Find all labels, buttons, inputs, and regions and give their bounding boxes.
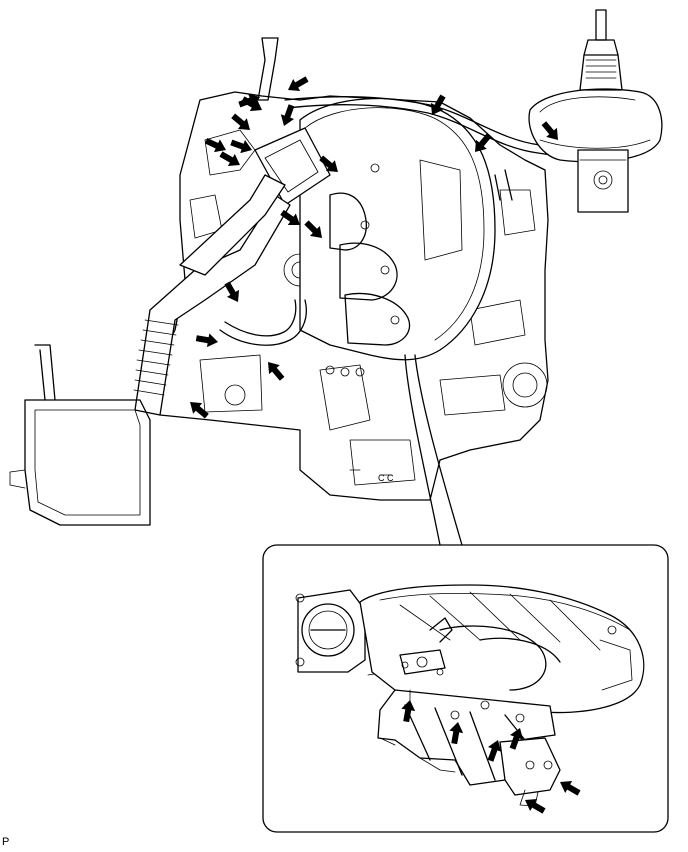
arrow-icon: [230, 139, 252, 154]
arrow-icon: [525, 798, 546, 814]
arrow-icon: [449, 722, 464, 745]
arrow-icon: [219, 151, 240, 167]
arrow-icon: [401, 700, 416, 723]
arrow-icon: [280, 104, 295, 126]
arrow-icon: [204, 137, 226, 153]
callout-leader-line: [414, 354, 463, 546]
arrow-icon: [224, 281, 240, 302]
arrow-icon: [475, 133, 492, 152]
arrow-icon: [319, 155, 338, 172]
arrow-icon: [487, 740, 502, 762]
arrow-icon: [238, 93, 260, 108]
arrow-icon: [268, 362, 285, 381]
engine-assembly: C C: [9, 9, 663, 526]
arrow-icon: [430, 94, 446, 115]
block-mark: C C: [378, 473, 394, 483]
arrow-icon: [190, 402, 209, 419]
arrow-icon: [288, 76, 309, 92]
arrow-icon: [560, 780, 581, 796]
arrow-icon: [195, 333, 218, 348]
main-view-arrows: [190, 76, 558, 419]
arrow-icon: [509, 728, 524, 750]
arrow-icon: [231, 113, 250, 130]
intake-manifold-detail: [359, 584, 645, 807]
arrow-icon: [280, 209, 300, 225]
arrow-icon: [304, 220, 322, 238]
detail-view-arrows: [401, 700, 581, 814]
detail-callout: [262, 544, 669, 833]
figure-corner-label: P: [2, 836, 10, 848]
arrow-icon: [541, 121, 558, 140]
